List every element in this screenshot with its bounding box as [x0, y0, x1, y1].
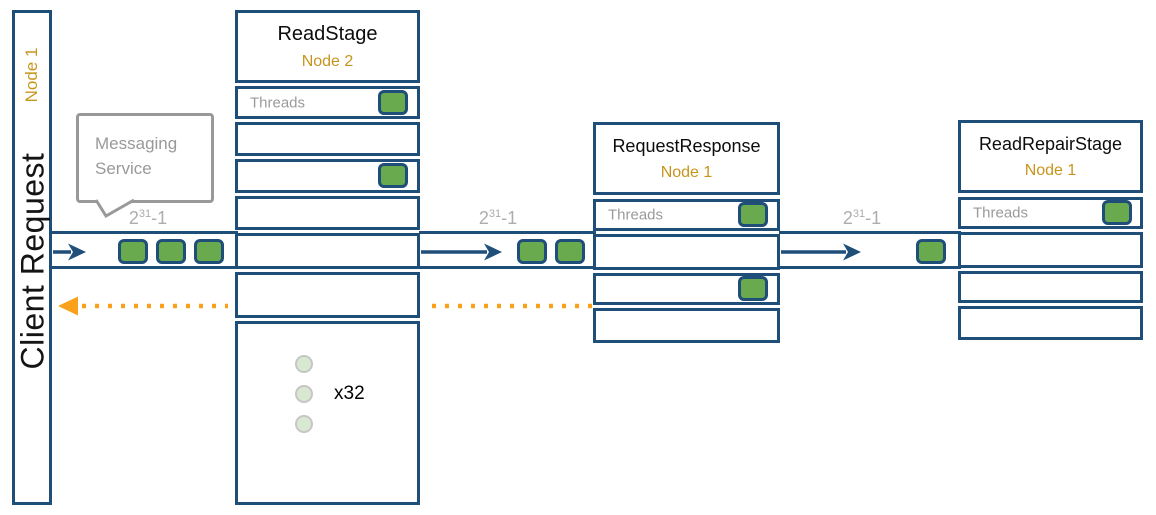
readrepairstage-row-empty-1 — [958, 271, 1143, 303]
queued-message-token — [916, 239, 946, 264]
requestresponse-queue-row — [593, 234, 780, 270]
readstage-queue-row — [235, 233, 420, 269]
queue-capacity-exponent: 31 — [852, 208, 866, 220]
messaging-service-callout: Messaging Service — [76, 113, 214, 203]
thread-ellipsis-dot — [295, 415, 313, 433]
readstage-row-empty-2 — [235, 196, 420, 230]
arrow-right-icon — [781, 243, 861, 261]
readstage-node-label: Node 2 — [301, 52, 354, 70]
client-request-bar: Node 1 Client Request — [12, 10, 52, 505]
requestresponse-threads-label: Threads — [608, 206, 664, 224]
readrepairstage-thread-token — [1102, 200, 1132, 225]
queue-capacity-exponent: 31 — [138, 208, 152, 220]
thread-ellipsis-dot — [295, 385, 313, 403]
arrow-right-icon — [421, 243, 502, 261]
queue-capacity-label: 231-1 — [479, 208, 517, 229]
queue-capacity-rest: -1 — [501, 208, 518, 228]
queue-capacity-rest: -1 — [151, 208, 168, 228]
readrepairstage-title: ReadRepairStage — [978, 133, 1123, 154]
readrepairstage-row-empty-2 — [958, 306, 1143, 340]
queue-lane-bottom-2 — [419, 266, 596, 269]
queue-capacity-exponent: 31 — [488, 208, 502, 220]
queue-lane-top-3 — [779, 231, 961, 234]
queue-capacity-base: 2 — [128, 208, 139, 228]
queued-message-token — [194, 239, 224, 264]
readstage-row-empty-1 — [235, 122, 420, 156]
queue-capacity-label: 231-1 — [129, 208, 167, 229]
readstage-return-row — [235, 272, 420, 318]
queued-message-token — [156, 239, 186, 264]
queue-lane-top-1 — [50, 231, 238, 234]
requestresponse-row-empty — [593, 308, 780, 343]
readrepairstage-threads-label: Threads — [973, 204, 1029, 222]
queue-lane-top-2 — [419, 231, 596, 234]
queue-lane-bottom-1 — [50, 266, 238, 269]
readrepairstage-queue-row — [958, 232, 1143, 268]
messaging-service-label-line2: Service — [95, 158, 152, 178]
requestresponse-header: RequestResponse Node 1 — [593, 122, 780, 195]
requestresponse-node-label: Node 1 — [660, 163, 713, 181]
client-node-label: Node 1 — [22, 47, 41, 103]
requestresponse-title: RequestResponse — [612, 135, 761, 156]
readstage-header: ReadStage Node 2 — [235, 10, 420, 83]
arrow-right-icon — [53, 243, 86, 261]
thread-ellipsis-dot — [295, 355, 313, 373]
thread-count-multiplier: x32 — [334, 383, 365, 404]
readstage-thread-token — [378, 90, 408, 115]
readrepairstage-node-label: Node 1 — [1024, 161, 1077, 179]
queue-lane-bottom-3 — [779, 266, 961, 269]
readstage-thread-token — [378, 163, 408, 188]
readstage-threads-label: Threads — [250, 94, 306, 111]
queue-capacity-label: 231-1 — [843, 208, 881, 229]
requestresponse-thread-token — [738, 276, 768, 301]
queued-message-token — [555, 239, 585, 264]
queue-capacity-base: 2 — [842, 208, 853, 228]
queued-message-token — [118, 239, 148, 264]
readrepairstage-header: ReadRepairStage Node 1 — [958, 120, 1143, 193]
readstage-thread-pool-area — [235, 321, 420, 505]
requestresponse-thread-token — [738, 202, 768, 227]
queue-capacity-rest: -1 — [865, 208, 882, 228]
readstage-title: ReadStage — [277, 22, 378, 45]
client-request-label: Client Request — [14, 152, 51, 370]
messaging-service-label-line1: Messaging — [95, 134, 178, 153]
queue-capacity-base: 2 — [478, 208, 489, 228]
queued-message-token — [517, 239, 547, 264]
